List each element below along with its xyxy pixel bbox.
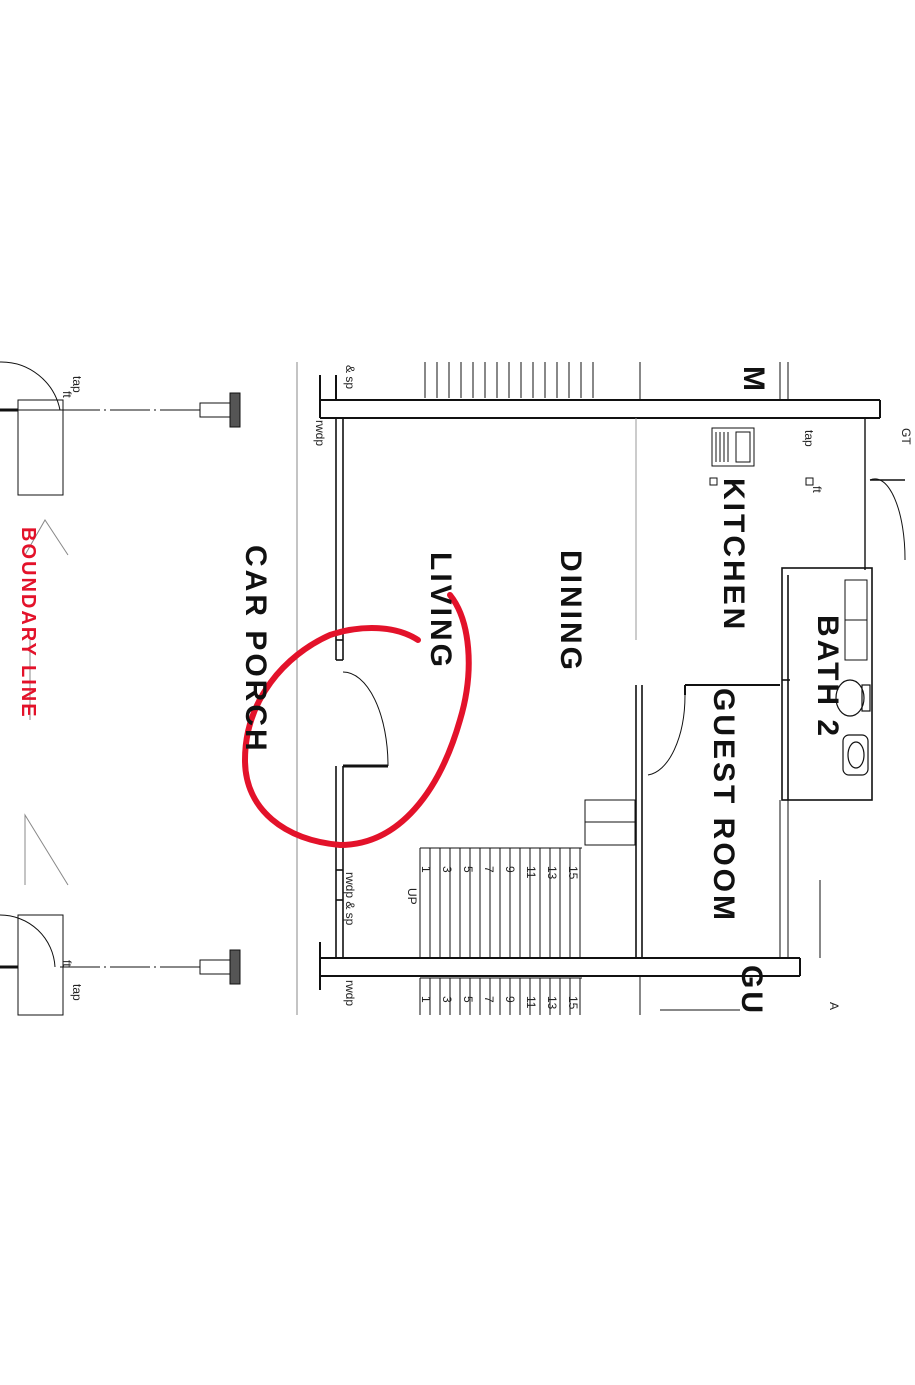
floor-trap-2: [805, 477, 814, 486]
stair-step-number: 13: [545, 996, 559, 1010]
room-label-m-partial: M: [737, 366, 770, 394]
room-label-guest-room: GUEST ROOM: [707, 688, 740, 924]
stair-step-number: 1: [419, 866, 433, 873]
stair-step-number: 1: [419, 996, 433, 1003]
ft-label-top: ft: [60, 391, 74, 398]
stair-step-number: 11: [524, 996, 538, 1009]
gate-bottom: [0, 914, 241, 1016]
kitchen-sink: [711, 427, 755, 467]
rwdp-label-top: rwdp: [313, 420, 327, 447]
stair-step-number: 5: [461, 996, 475, 1003]
drawing-area: [0, 362, 915, 1017]
ft-label-bottom: ft: [60, 960, 74, 967]
toilet: [835, 679, 871, 717]
stair-step-number: 3: [440, 996, 454, 1003]
sp-partial-label: & sp: [343, 365, 357, 390]
boundary-line-label: BOUNDARY LINE: [17, 527, 39, 719]
gt-label: GT: [899, 428, 913, 445]
living-front-wall: [335, 418, 344, 958]
a-partial-label: A: [827, 1002, 841, 1011]
top-wall: [319, 375, 881, 419]
stair-step-number: 9: [503, 866, 517, 873]
up-label: UP: [405, 888, 419, 905]
room-label-kitchen: KITCHEN: [717, 478, 750, 633]
room-label-bath-2: BATH 2: [811, 615, 844, 740]
stair-step-number: 7: [482, 866, 496, 873]
guest-room-door: [647, 684, 780, 776]
stair-step-number: 13: [545, 866, 559, 880]
room-label-living: LIVING: [424, 552, 457, 671]
gate-top: [0, 361, 241, 496]
room-label-car-porch: CAR PORCH: [239, 545, 272, 754]
rwdp-sp-label: rwdp & sp: [343, 872, 357, 926]
stair-step-number: 9: [503, 996, 517, 1003]
front-door: [342, 671, 389, 768]
stair-step-number: 11: [524, 866, 538, 879]
stair-step-number: 3: [440, 866, 454, 873]
boundary-marks: [24, 519, 69, 886]
stair-step-number: 15: [566, 996, 580, 1010]
stair-step-number: 7: [482, 996, 496, 1003]
partial-walls-right: [639, 362, 821, 1015]
room-label-gu-partial: GU: [735, 965, 768, 1016]
red-annotation-circle: [241, 592, 472, 849]
ft-label-kitchen: ft: [810, 486, 824, 493]
tap-label-bottom: tap: [70, 984, 84, 1001]
stair-step-number: 15: [566, 866, 580, 880]
room-label-dining: DINING: [554, 550, 587, 673]
rwdp-label-bottom: rwdp: [343, 980, 357, 1007]
floor-trap: [709, 477, 718, 486]
bath-2-walls: [781, 567, 873, 801]
upper-floor-stair-lines: [424, 362, 594, 398]
shower: [844, 579, 868, 661]
side-door: [864, 418, 906, 570]
staircase-upper: [419, 977, 582, 1015]
stair-step-number: 5: [461, 866, 475, 873]
staircase-lower: [419, 847, 582, 958]
tap-label-kitchen: tap: [802, 430, 816, 447]
basin: [842, 734, 869, 776]
